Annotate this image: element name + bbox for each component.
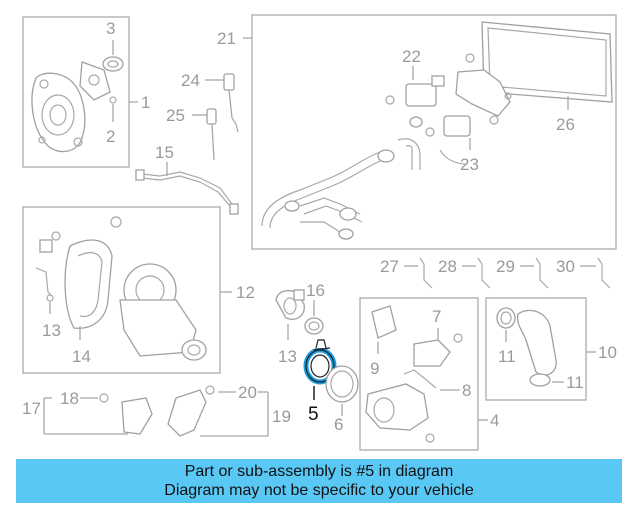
callout-2: 2 (106, 127, 115, 146)
callout-12: 12 (236, 283, 255, 302)
part-6-gasket: 6 (325, 365, 359, 434)
callout-11b: 11 (566, 373, 584, 392)
callout-23a: 22 (402, 47, 421, 66)
callout-15: 13 (42, 321, 61, 340)
callout-14: 16 (306, 281, 325, 300)
callout-7: 7 (432, 307, 441, 326)
group-25-28: 27 28 29 30 (380, 257, 611, 289)
group-22-frame (251, 14, 617, 250)
callout-20: 19 (272, 407, 291, 426)
callout-23b: 23 (460, 155, 479, 174)
callout-10: 10 (598, 343, 617, 362)
group-sensors: 24 25 15 (135, 71, 239, 215)
callout-30: 25 (166, 106, 185, 125)
group-4: 4 9 7 8 (359, 297, 499, 451)
group-12-frame (22, 206, 221, 374)
callout-17: 15 (155, 143, 174, 162)
callout-24: 26 (556, 115, 575, 134)
callout-18: 17 (22, 399, 41, 418)
banner-line-2: Diagram may not be specific to your vehi… (164, 482, 474, 499)
callout-29: 24 (181, 71, 200, 90)
callout-1: 1 (141, 93, 150, 112)
callout-28: 30 (556, 257, 575, 276)
callout-5: 5 (308, 404, 319, 425)
callout-19: 18 (60, 389, 79, 408)
group-4-frame (359, 297, 479, 451)
callout-26: 28 (438, 257, 457, 276)
callout-27: 29 (496, 257, 515, 276)
group-18-21: 17 18 20 19 (22, 383, 291, 437)
banner-line-1: Part or sub-assembly is #5 in diagram (184, 463, 454, 480)
group-12: 12 13 14 (22, 206, 255, 374)
group-22: 21 26 22 23 (217, 14, 617, 250)
part-5-clamp[interactable]: 5 (303, 339, 337, 425)
callout-13: 13 (278, 347, 297, 366)
callout-22: 21 (217, 29, 236, 48)
group-1-frame (22, 16, 130, 168)
group-13-14: 13 16 (275, 281, 325, 366)
group-1: 1 3 2 (22, 16, 150, 168)
callout-21: 20 (238, 383, 257, 402)
callout-3: 3 (106, 19, 115, 38)
callout-16: 14 (72, 347, 91, 366)
parts-diagram: 1 3 2 24 25 15 (22, 14, 617, 451)
callout-11a: 11 (498, 347, 516, 366)
group-10: 10 11 11 (485, 297, 617, 401)
callout-8: 8 (462, 381, 471, 400)
callout-9: 9 (370, 359, 379, 378)
info-banner: Part or sub-assembly is #5 in diagram Di… (16, 459, 622, 503)
callout-4: 4 (490, 411, 499, 430)
group-10-frame (485, 297, 587, 401)
callout-25: 27 (380, 257, 399, 276)
callout-6: 6 (334, 415, 343, 434)
